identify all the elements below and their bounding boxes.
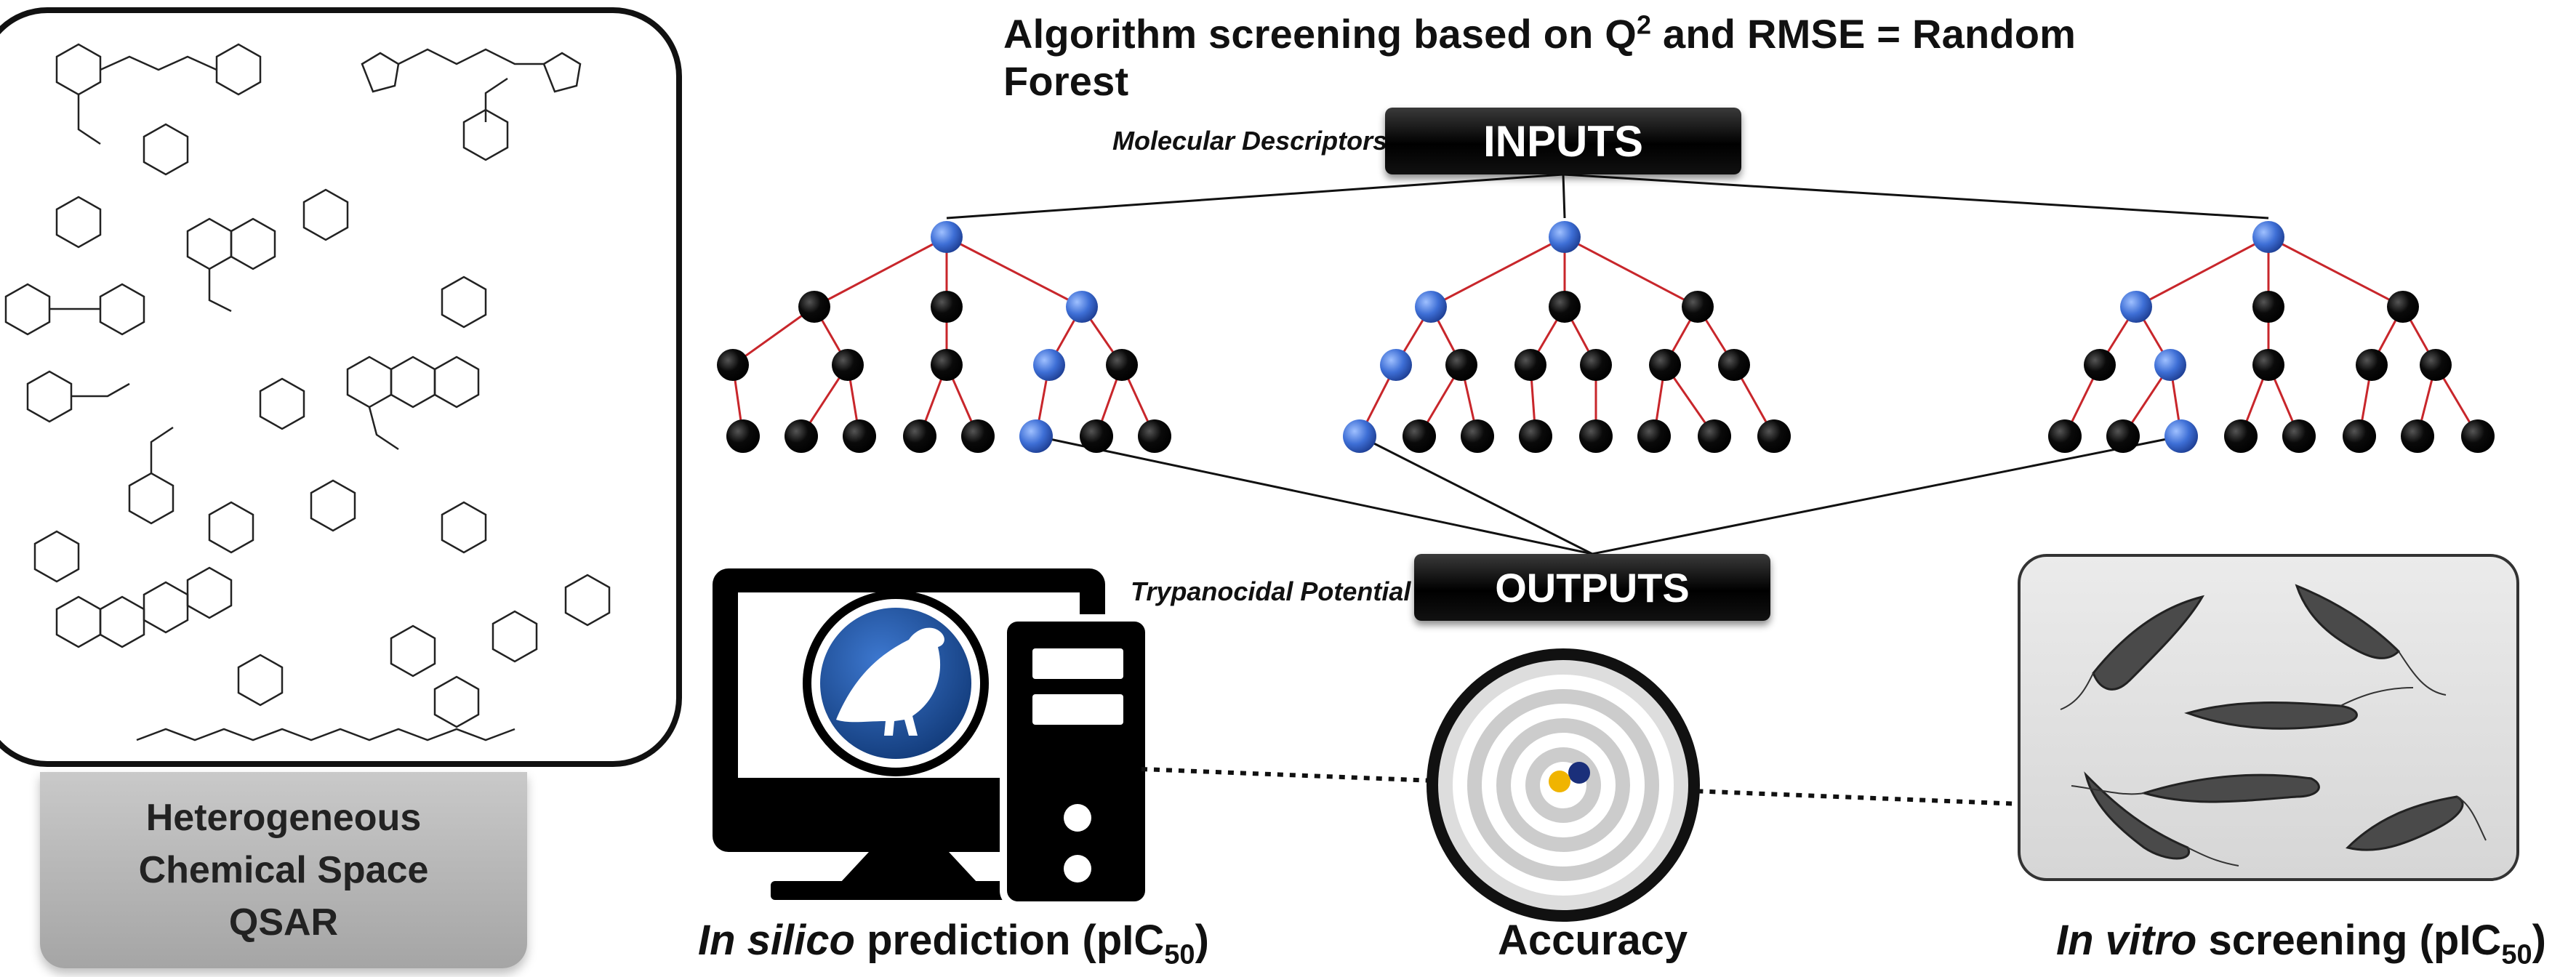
tree-leaf: [1519, 419, 1552, 453]
chem-label-line3: QSAR: [228, 901, 339, 944]
tree-leaf: [726, 419, 760, 453]
tree-node: [2356, 349, 2388, 381]
decision-tree-2: [1343, 221, 1791, 453]
tree-leaf: [2048, 419, 2082, 453]
tree-node: [1415, 291, 1447, 323]
in-vitro-caption: In vitro screening (pIC50): [2056, 916, 2546, 969]
inputs-banner: INPUTS: [1385, 108, 1741, 174]
tree-node: [1380, 349, 1412, 381]
tree-node: [1682, 291, 1714, 323]
chem-label-line1: Heterogeneous: [145, 797, 422, 839]
tree-node: [1718, 349, 1750, 381]
tree-leaf: [1138, 419, 1171, 453]
decision-tree-3: [2048, 221, 2495, 453]
tree-node: [832, 349, 864, 381]
tree-node: [1445, 349, 1477, 381]
output-connectors: [1035, 435, 2182, 555]
tree-node: [2252, 291, 2284, 323]
tree-node: [1549, 221, 1581, 253]
tree-leaf: [1461, 419, 1494, 453]
in-silico-rest: prediction (pIC: [854, 917, 1165, 964]
chemical-structures-panel: [0, 7, 682, 767]
tree-node: [2120, 291, 2152, 323]
tree-leaf: [1579, 419, 1613, 453]
in-silico-sub: 50: [1164, 939, 1195, 970]
tree-leaf: [843, 419, 876, 453]
title-rest: and RMSE = Random Forest: [1003, 11, 2077, 104]
tree-leaf: [1343, 419, 1376, 453]
tree-leaf: [2461, 419, 2495, 453]
tree-leaf: [903, 419, 936, 453]
tree-leaf: [961, 419, 995, 453]
tree-leaf: [2164, 419, 2198, 453]
tree-leaf: [1403, 419, 1436, 453]
decision-tree-1: [717, 221, 1171, 453]
tree-node: [931, 349, 963, 381]
tree-node: [798, 291, 830, 323]
tree-node: [1580, 349, 1612, 381]
title-superscript: 2: [1637, 9, 1652, 40]
input-connectors: [946, 173, 2269, 220]
tree-leaf: [2106, 419, 2140, 453]
tree-leaf: [785, 419, 818, 453]
in-vitro-italic: In vitro: [2056, 917, 2197, 964]
tree-node: [1514, 349, 1546, 381]
tree-node: [1549, 291, 1581, 323]
parasites-drawing: [2060, 584, 2487, 867]
tree-node: [717, 349, 749, 381]
in-silico-close: ): [1195, 917, 1209, 964]
tree-node: [2420, 349, 2452, 381]
tree-leaf: [1019, 419, 1053, 453]
in-vitro-close: ): [2532, 917, 2546, 964]
diagram-title: Algorithm screening based on Q2 and RMSE…: [1003, 10, 2196, 105]
in-silico-italic: In silico: [698, 917, 855, 964]
target-dot-blue: [1568, 762, 1590, 784]
tree-node: [1033, 349, 1065, 381]
tree-leaf: [2282, 419, 2316, 453]
tree-leaf: [1757, 419, 1791, 453]
tree-leaf: [1698, 419, 1731, 453]
tree-node: [2252, 221, 2284, 253]
tree-leaf: [2343, 419, 2376, 453]
chem-label-line2: Chemical Space: [138, 849, 429, 891]
tree-node: [1649, 349, 1681, 381]
tree-node: [2154, 349, 2186, 381]
desktop-computer-icon: [713, 568, 1152, 909]
in-vitro-sub: 50: [2501, 939, 2532, 970]
in-vitro-rest: screening (pIC: [2196, 917, 2502, 964]
in-silico-caption: In silico prediction (pIC50): [698, 916, 1209, 969]
tree-node: [2252, 349, 2284, 381]
accuracy-caption: Accuracy: [1498, 917, 1688, 964]
target-icon: [1427, 648, 1700, 922]
tree-leaf: [2401, 419, 2434, 453]
title-text: Algorithm screening based on Q: [1003, 11, 1637, 57]
tree-leaf: [1637, 419, 1671, 453]
chemical-space-label: Heterogeneous Chemical Space QSAR: [40, 772, 527, 968]
outputs-banner: OUTPUTS: [1414, 554, 1770, 621]
tree-node: [1106, 349, 1138, 381]
target-dot-yellow: [1549, 771, 1570, 792]
trypanosome-illustration: [2018, 554, 2519, 881]
chemical-structures-illustration: [4, 43, 611, 741]
tree-node: [2387, 291, 2419, 323]
tree-node: [1066, 291, 1098, 323]
tree-node: [931, 291, 963, 323]
tree-leaf: [1080, 419, 1113, 453]
outputs-descriptor: Trypanocidal Potential: [1131, 576, 1411, 606]
tree-node: [931, 221, 963, 253]
inputs-descriptor: Molecular Descriptors: [1112, 126, 1388, 156]
tree-node: [2084, 349, 2116, 381]
tree-leaf: [2224, 419, 2258, 453]
